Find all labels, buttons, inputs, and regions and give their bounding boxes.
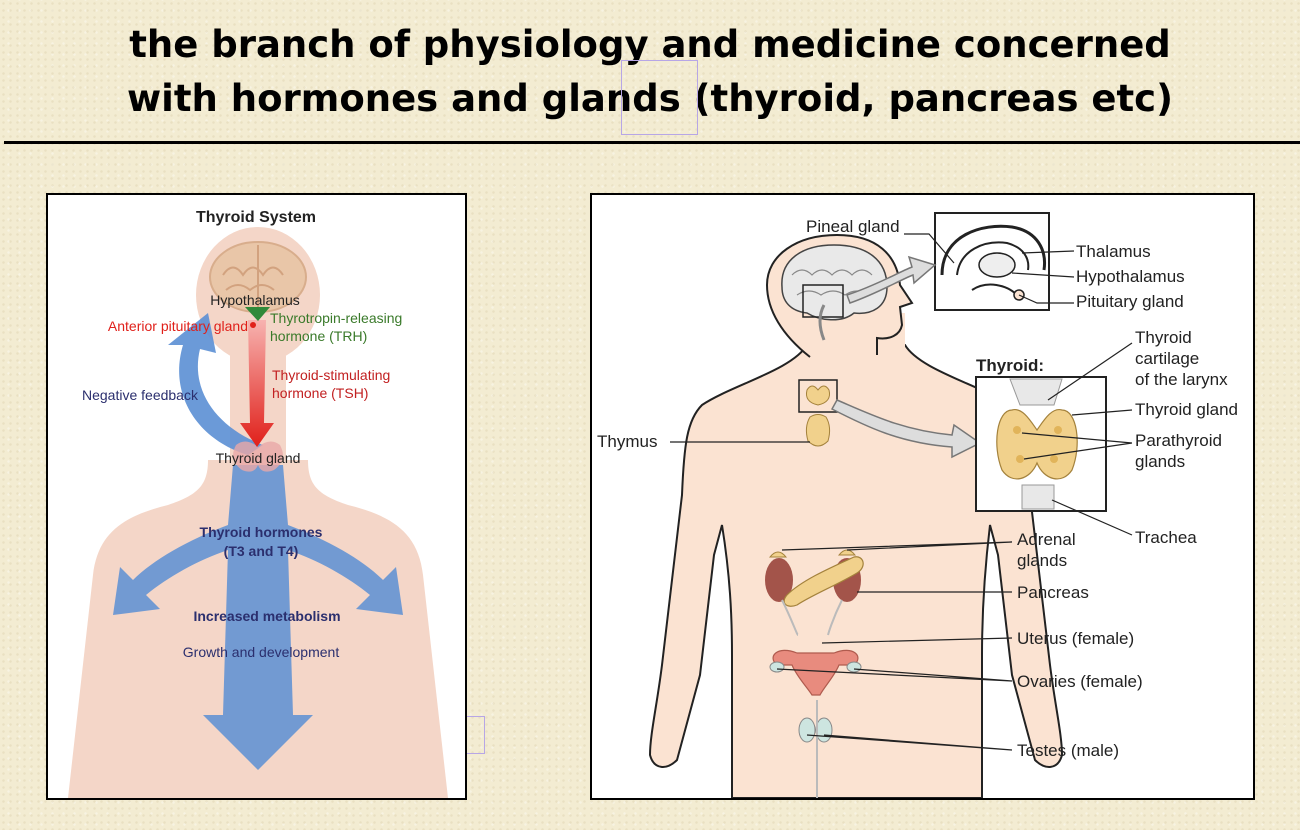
thyroid-hormones-label-line1: Thyroid hormones xyxy=(200,524,323,540)
pituitary-gland-label: Pituitary gland xyxy=(1076,292,1184,311)
title-line-2: with hormones and glands (thyroid, pancr… xyxy=(126,77,1174,120)
anterior-pituitary-label: Anterior pituitary gland xyxy=(108,318,248,334)
thyroid-neck-box xyxy=(798,379,838,413)
diagram-title: Thyroid System xyxy=(196,209,316,226)
pancreas-icon xyxy=(783,556,864,607)
increased-metabolism-label: Increased metabolism xyxy=(193,608,340,624)
adrenal-label-line1: Adrenal xyxy=(1017,530,1076,549)
thymus-icon xyxy=(805,414,831,447)
brain-inset-box xyxy=(934,212,1050,311)
hypothalamus-label: Hypothalamus xyxy=(1076,267,1185,286)
thyroid-system-diagram: Thyroid System Hypothalamus Anterior pit… xyxy=(46,193,467,800)
endocrine-glands-diagram: Pineal gland Thalamus Hypothalamus Pitui… xyxy=(590,193,1255,800)
selection-box xyxy=(464,716,485,754)
testis-right-icon xyxy=(815,717,833,743)
slide-title: the branch of physiology and medicine co… xyxy=(0,18,1300,126)
thyroid-cartilage-label-line2: cartilage xyxy=(1135,349,1199,368)
thyroid-hormones-label-line2: (T3 and T4) xyxy=(224,543,299,559)
ovaries-label: Ovaries (female) xyxy=(1017,672,1143,691)
tsh-label-line2: hormone (TSH) xyxy=(272,385,368,401)
tsh-arrow xyxy=(240,320,274,447)
leader-lines xyxy=(776,233,1133,751)
negative-feedback-arrow xyxy=(168,313,263,455)
pancreas-label: Pancreas xyxy=(1017,583,1089,602)
pituitary-dot xyxy=(250,322,256,328)
selection-box xyxy=(621,60,698,135)
title-divider xyxy=(4,141,1300,144)
thyroid-cartilage-label-line1: Thyroid xyxy=(1135,328,1192,347)
negative-feedback-label: Negative feedback xyxy=(82,387,199,403)
zoom-arrow-brain xyxy=(846,255,937,304)
uterus-label: Uterus (female) xyxy=(1017,629,1134,648)
trh-gland-icon xyxy=(245,307,270,321)
endocrine-svg: Pineal gland Thalamus Hypothalamus Pitui… xyxy=(597,212,1238,798)
parathyroid-label-line1: Parathyroid xyxy=(1135,431,1222,450)
hypothalamus-label: Hypothalamus xyxy=(210,292,300,308)
title-line-1: the branch of physiology and medicine co… xyxy=(129,23,1171,66)
parathyroid-label-line2: glands xyxy=(1135,452,1185,471)
thyroid-heading: Thyroid: xyxy=(976,356,1044,375)
adrenal-label-line2: glands xyxy=(1017,551,1067,570)
zoom-arrow-thyroid xyxy=(830,399,982,459)
thyroid-gland-icon xyxy=(233,441,283,472)
trachea-label: Trachea xyxy=(1135,528,1197,547)
testis-left-icon xyxy=(798,717,816,743)
uterus-icon xyxy=(772,649,859,696)
thyroid-system-svg: Thyroid System Hypothalamus Anterior pit… xyxy=(68,209,448,798)
thyroid-cartilage-label-line3: of the larynx xyxy=(1135,370,1228,389)
metabolism-arrows xyxy=(113,465,403,770)
thyroid-gland-label: Thyroid gland xyxy=(1135,400,1238,419)
ovary-right-icon xyxy=(846,661,862,673)
tsh-label-line1: Thyroid-stimulating xyxy=(272,367,390,383)
pineal-gland-label: Pineal gland xyxy=(806,217,900,236)
thalamus-label: Thalamus xyxy=(1076,242,1151,261)
trh-label-line1: Thyrotropin-releasing xyxy=(270,310,402,326)
thyroid-gland-label: Thyroid gland xyxy=(216,450,301,466)
brain-icon xyxy=(781,244,888,321)
growth-development-label: Growth and development xyxy=(183,644,340,660)
kidney-left-icon xyxy=(765,558,793,602)
testes-label: Testes (male) xyxy=(1017,741,1119,760)
ovary-left-icon xyxy=(769,661,785,673)
trh-label-line2: hormone (TRH) xyxy=(270,328,367,344)
thymus-label: Thymus xyxy=(597,432,657,451)
